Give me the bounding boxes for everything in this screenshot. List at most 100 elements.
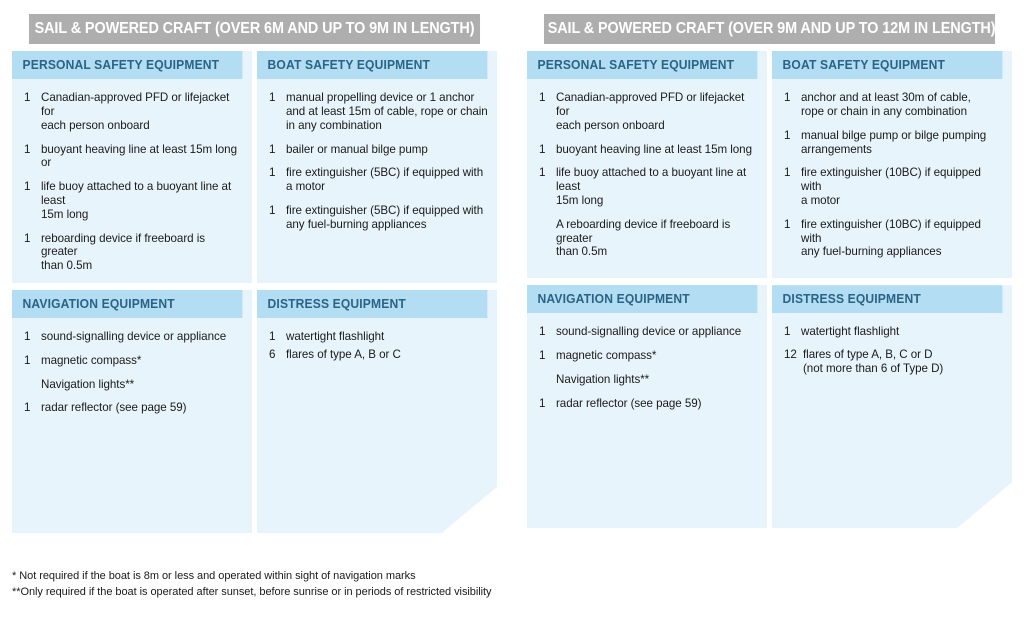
list-item: 1 buoyant heaving line at least 15m long… — [24, 143, 243, 171]
equipment-list: 1 sound-signalling device or appliance 1… — [24, 330, 243, 415]
block-body: 1 manual propelling device or 1 anchor a… — [257, 79, 497, 283]
item-text: radar reflector (see page 59) — [556, 396, 702, 410]
item-quantity — [24, 378, 41, 392]
list-item: 1 life buoy attached to a buoyant line a… — [24, 180, 243, 221]
block-heading: DISTRESS EQUIPMENT — [257, 290, 488, 319]
list-item: 1 radar reflector (see page 59) — [539, 397, 758, 411]
block-heading: BOAT SAFETY EQUIPMENT — [257, 51, 488, 80]
list-item: 1 life buoy attached to a buoyant line a… — [539, 166, 758, 207]
block-row-top: PERSONAL SAFETY EQUIPMENT 1 Canadian-app… — [527, 51, 1012, 279]
equipment-list: 1 Canadian-approved PFD or lifejacket fo… — [539, 91, 758, 259]
item-text: life buoy attached to a buoyant line at … — [556, 166, 747, 208]
list-item: 1 sound-signalling device or appliance — [24, 330, 243, 344]
list-item: 1 watertight flashlight — [269, 330, 488, 344]
item-quantity — [539, 218, 556, 259]
list-item: 1 manual propelling device or 1 anchor a… — [269, 91, 488, 132]
list-item: 1 magnetic compass* — [539, 349, 758, 363]
list-item: Navigation lights** — [24, 378, 243, 392]
block-body: 1 watertight flashlight 12 flares of typ… — [772, 313, 1012, 528]
equipment-list: 1 Canadian-approved PFD or lifejacket fo… — [24, 91, 243, 273]
item-quantity: 1 — [24, 353, 31, 367]
block-row-top: PERSONAL SAFETY EQUIPMENT 1 Canadian-app… — [12, 51, 497, 284]
footnote-single-asterisk: * Not required if the boat is 8m or less… — [12, 570, 416, 582]
item-quantity: 1 — [539, 396, 546, 410]
list-item: 1 bailer or manual bilge pump — [269, 143, 488, 157]
item-text: radar reflector (see page 59) — [41, 401, 187, 415]
item-quantity: 1 — [269, 91, 276, 105]
item-text: manual propelling device or 1 anchor and… — [286, 91, 488, 132]
item-text: fire extinguisher (5BC) if equipped with… — [286, 166, 484, 194]
block-heading: PERSONAL SAFETY EQUIPMENT — [12, 51, 243, 80]
item-text: Canadian-approved PFD or lifejacket for … — [41, 91, 230, 132]
item-quantity: 1 — [539, 325, 546, 339]
equipment-list: 1 watertight flashlight 6 flares of type… — [269, 330, 488, 362]
item-quantity: 1 — [539, 349, 546, 363]
item-text: A reboarding device if freeboard is grea… — [556, 217, 731, 259]
list-item: 1 buoyant heaving line at least 15m long — [539, 143, 758, 157]
item-quantity — [539, 373, 556, 387]
item-quantity: 1 — [269, 142, 276, 156]
list-item: 1 radar reflector (see page 59) — [24, 401, 243, 415]
list-item: 1 fire extinguisher (5BC) if equipped wi… — [269, 204, 488, 232]
list-item: 1 sound-signalling device or appliance — [539, 325, 758, 339]
block-heading: DISTRESS EQUIPMENT — [772, 285, 1003, 314]
list-item: 12 flares of type A, B, C or D (not more… — [784, 348, 1003, 376]
item-text: fire extinguisher (10BC) if equipped wit… — [801, 166, 981, 208]
list-item: Navigation lights** — [539, 373, 758, 387]
item-text: Navigation lights** — [556, 372, 650, 386]
item-text: Navigation lights** — [41, 377, 135, 391]
list-item: 1 watertight flashlight — [784, 325, 1003, 339]
item-quantity: 1 — [784, 217, 791, 231]
item-quantity: 1 — [24, 231, 31, 245]
item-text: watertight flashlight — [801, 325, 900, 339]
block-heading: PERSONAL SAFETY EQUIPMENT — [527, 51, 758, 80]
item-quantity: 1 — [269, 204, 276, 218]
block-boat-safety-equipment: BOAT SAFETY EQUIPMENT 1 manual propellin… — [257, 51, 497, 284]
block-body: 1 watertight flashlight 6 flares of type… — [257, 318, 497, 533]
block-navigation-equipment: NAVIGATION EQUIPMENT 1 sound-signalling … — [527, 285, 767, 529]
item-quantity: 1 — [784, 325, 791, 339]
list-item: 1 fire extinguisher (10BC) if equipped w… — [784, 218, 1003, 259]
block-row-bottom: NAVIGATION EQUIPMENT 1 sound-signalling … — [527, 285, 1012, 529]
equipment-list: 1 sound-signalling device or appliance 1… — [539, 325, 758, 410]
block-distress-equipment: DISTRESS EQUIPMENT 1 watertight flashlig… — [772, 285, 1012, 529]
item-text: fire extinguisher (10BC) if equipped wit… — [801, 217, 981, 259]
item-quantity: 6 — [269, 347, 276, 361]
item-text: buoyant heaving line at least 15m long o… — [41, 142, 237, 170]
list-item: A reboarding device if freeboard is grea… — [539, 218, 758, 259]
item-text: Canadian-approved PFD or lifejacket for … — [556, 91, 745, 132]
item-text: life buoy attached to a buoyant line at … — [41, 180, 232, 221]
list-item: 1 Canadian-approved PFD or lifejacket fo… — [539, 91, 758, 132]
block-personal-safety-equipment: PERSONAL SAFETY EQUIPMENT 1 Canadian-app… — [527, 51, 767, 279]
panel-title: SAIL & POWERED CRAFT (OVER 6M AND UP TO … — [28, 14, 481, 45]
list-item: 1 magnetic compass* — [24, 354, 243, 368]
block-heading: BOAT SAFETY EQUIPMENT — [772, 51, 1003, 80]
item-quantity: 1 — [269, 166, 276, 180]
item-text: manual bilge pump or bilge pumping arran… — [801, 128, 987, 156]
equipment-list: 1 manual propelling device or 1 anchor a… — [269, 91, 488, 231]
item-quantity: 1 — [784, 128, 791, 142]
item-text: reboarding device if freeboard is greate… — [41, 231, 205, 273]
block-navigation-equipment: NAVIGATION EQUIPMENT 1 sound-signalling … — [12, 290, 252, 534]
item-text: buoyant heaving line at least 15m long — [556, 142, 752, 156]
block-boat-safety-equipment: BOAT SAFETY EQUIPMENT 1 anchor and at le… — [772, 51, 1012, 279]
equipment-list: 1 watertight flashlight 12 flares of typ… — [784, 325, 1003, 375]
block-distress-equipment: DISTRESS EQUIPMENT 1 watertight flashlig… — [257, 290, 497, 534]
list-item: 1 Canadian-approved PFD or lifejacket fo… — [24, 91, 243, 132]
item-quantity: 1 — [24, 330, 31, 344]
item-text: bailer or manual bilge pump — [286, 142, 428, 156]
block-row-bottom: NAVIGATION EQUIPMENT 1 sound-signalling … — [12, 290, 497, 534]
item-quantity: 1 — [269, 330, 276, 344]
block-heading: NAVIGATION EQUIPMENT — [12, 290, 243, 319]
item-quantity: 1 — [24, 401, 31, 415]
item-text: fire extinguisher (5BC) if equipped with… — [286, 204, 484, 231]
block-body: 1 sound-signalling device or appliance 1… — [12, 318, 252, 533]
item-text: magnetic compass* — [556, 349, 657, 363]
item-text: magnetic compass* — [41, 353, 142, 367]
footnotes: * Not required if the boat is 8m or less… — [12, 568, 712, 600]
block-body: 1 Canadian-approved PFD or lifejacket fo… — [12, 79, 252, 283]
item-quantity: 12 — [784, 348, 797, 362]
item-quantity: 1 — [539, 142, 546, 156]
item-text: flares of type A, B or C — [286, 347, 401, 361]
